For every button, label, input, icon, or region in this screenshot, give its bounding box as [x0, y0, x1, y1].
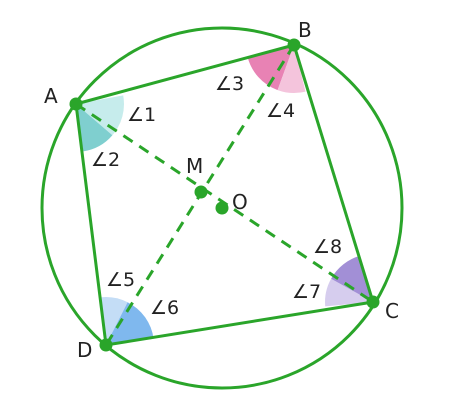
point-a-dot [69, 97, 83, 111]
point-c-label: C [385, 299, 399, 323]
angle-4-sector [277, 45, 306, 93]
angle-2-sector [76, 104, 113, 152]
point-m-label: M [186, 154, 203, 178]
angle-6-label: ∠6 [150, 297, 179, 319]
angle-3-sector [247, 45, 294, 91]
angle-7-sector [325, 278, 373, 307]
angle-6-sector [106, 302, 154, 345]
angle-1-label: ∠1 [127, 104, 156, 126]
circumscribed-circle [40, 26, 404, 390]
point-b-label: B [298, 18, 312, 42]
point-o-label: O [232, 190, 248, 214]
angle-8-label: ∠8 [313, 236, 342, 258]
angle-3-label: ∠3 [215, 73, 244, 95]
angle-5-label: ∠5 [106, 269, 135, 291]
angle-4-label: ∠4 [266, 100, 295, 122]
angle-5-sector [101, 297, 128, 345]
point-o-dot [215, 201, 229, 215]
point-b-dot [287, 38, 301, 52]
angle-1-sector [76, 95, 124, 136]
point-c-dot [366, 295, 380, 309]
point-d-dot [99, 338, 113, 352]
angle-2-label: ∠2 [91, 149, 120, 171]
point-d-label: D [77, 338, 92, 362]
point-a-label: A [44, 84, 58, 108]
angle-7-label: ∠7 [292, 281, 321, 303]
point-m-dot [194, 185, 208, 199]
